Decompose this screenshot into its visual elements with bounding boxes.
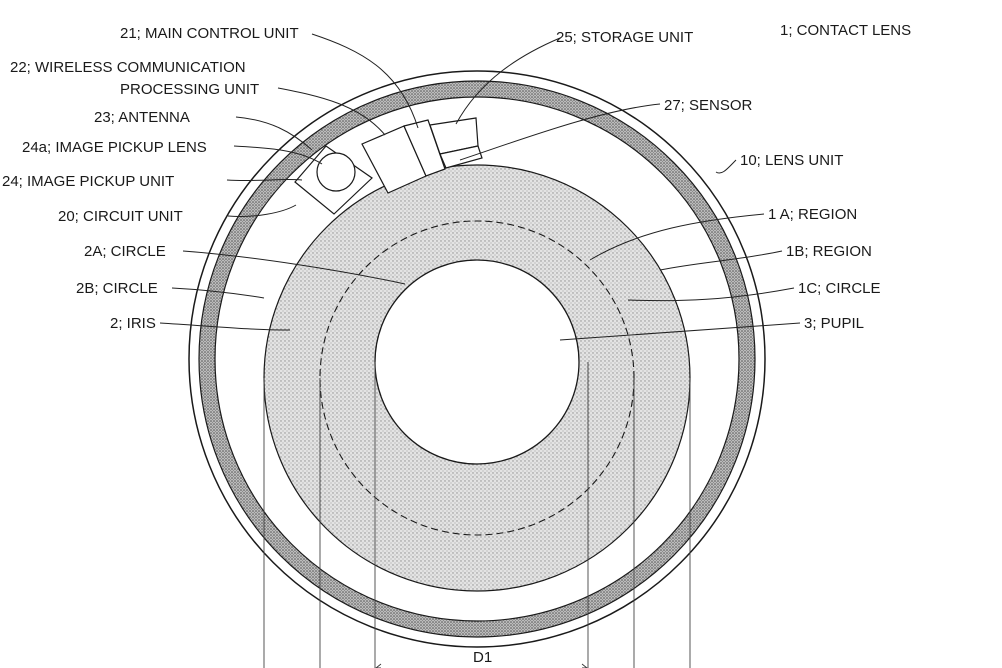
label-antenna: 23; ANTENNA [94, 109, 190, 126]
label-circle-1c: 1C; CIRCLE [798, 280, 881, 297]
label-pupil: 3; PUPIL [804, 315, 864, 332]
leader-pupil [559, 322, 801, 341]
label-iris: 2; IRIS [110, 315, 156, 332]
circuit-unit [294, 117, 483, 215]
leader-storage [455, 37, 561, 125]
leader-sensor [459, 103, 661, 161]
leader-region-1a [589, 213, 765, 261]
dimension-lines [263, 362, 691, 668]
label-circle-2b: 2B; CIRCLE [76, 280, 158, 297]
label-circle-2a: 2A; CIRCLE [84, 243, 166, 260]
leader-antenna [235, 116, 313, 151]
leader-wireless [277, 87, 386, 136]
leader-lens-unit [715, 159, 737, 174]
leader-circle-2b [171, 287, 265, 299]
leader-iris [159, 322, 291, 331]
label-region-1a: 1 A; REGION [768, 206, 857, 223]
contact-lens-outline [188, 70, 766, 648]
label-dimension-d1: D1 [473, 649, 492, 666]
sensor [439, 145, 483, 169]
label-region-1b: 1B; REGION [786, 243, 872, 260]
leader-circle-2a [182, 250, 406, 285]
label-sensor: 27; SENSOR [664, 97, 753, 114]
leader-circle-1c [627, 287, 795, 302]
leader-region-1b [659, 250, 783, 271]
label-image-pickup-lens: 24a; IMAGE PICKUP LENS [22, 139, 207, 156]
label-image-pickup-unit: 24; IMAGE PICKUP UNIT [2, 173, 174, 190]
leader-pickup-unit [226, 178, 303, 182]
label-main-control-unit: 21; MAIN CONTROL UNIT [120, 25, 299, 42]
dimension-arrows [375, 663, 588, 668]
main-control-unit [403, 119, 446, 177]
leader-circuit-unit [227, 204, 297, 217]
label-wireless-line2: PROCESSING UNIT [120, 81, 259, 98]
pupil [374, 259, 580, 465]
leader-pickup-lens [233, 145, 323, 165]
leader-main-control [311, 33, 419, 129]
image-pickup-lens [316, 152, 356, 192]
lens-unit-band [199, 81, 755, 637]
label-circuit-unit: 20; CIRCUIT UNIT [58, 208, 183, 225]
label-storage-unit: 25; STORAGE UNIT [556, 29, 693, 46]
label-contact-lens: 1; CONTACT LENS [780, 22, 911, 39]
label-wireless-line1: 22; WIRELESS COMMUNICATION [10, 59, 246, 76]
label-lens-unit: 10; LENS UNIT [740, 152, 843, 169]
